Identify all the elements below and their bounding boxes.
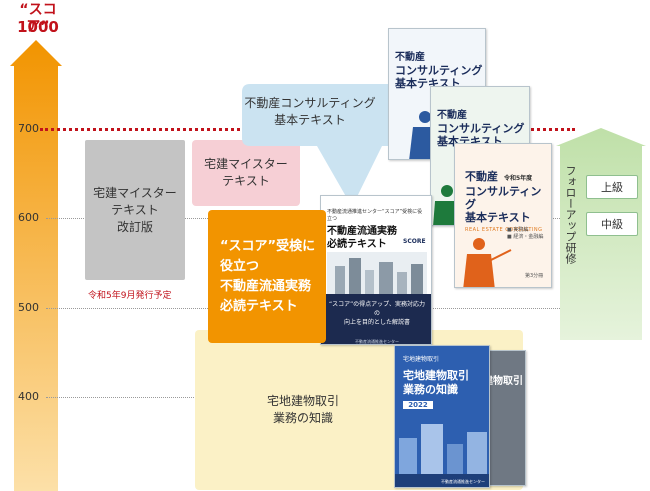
ryutsu-book-badge: SCORE: [403, 238, 426, 245]
ryutsu-book-band: “スコア”の得点アップ、実務対応力の 向上を目的とした解説書 不動産流通推進セン…: [321, 294, 431, 344]
score-exam-line1: “スコア”受検に: [220, 238, 316, 254]
presenter-figure-green: [433, 185, 461, 225]
ryutsu-book-desc2: 向上を目的とした解説書: [343, 319, 410, 326]
consulting-book-mid-title2: コンサルティング: [437, 122, 525, 135]
meister-revised-line2: テキスト: [111, 202, 159, 217]
consulting-line2: 基本テキスト: [274, 113, 346, 127]
consulting-book-back-title1: 不動産: [395, 52, 425, 63]
score-axis-title: “スコア”: [19, 2, 57, 35]
ryutsu-book-title1: 不動産流通実務: [327, 226, 397, 237]
consulting-book-section1: ■ 実務編: [507, 227, 529, 233]
consulting-book-title1: 不動産: [465, 170, 498, 183]
business-knowledge-line1: 宅地建物取引: [267, 394, 340, 408]
consulting-book-cover-front[interactable]: 不動産 令和5年度 コンサルティング 基本テキスト REAL ESTATE CO…: [454, 143, 552, 288]
meister-revised-line1: 宅建マイスター: [93, 185, 177, 200]
consulting-book-subtitle: REAL ESTATE CONSULTING: [465, 227, 543, 233]
score-exam-box: “スコア”受検に 役立つ 不動産流通実務 必読テキスト: [208, 210, 326, 343]
knowledge-book-toptext: 宅地建物取引: [403, 356, 440, 363]
knowledge-book-title2: 業務の知識: [403, 383, 458, 396]
knowledge-book-title1: 宅地建物取引: [403, 369, 469, 382]
score-axis-arrow: [10, 40, 62, 491]
consulting-book-title2: コンサルティング: [465, 185, 542, 211]
gridline-400: [46, 397, 196, 398]
city-skyline-illustration: [327, 252, 427, 294]
meister-revised-line3: 改訂版: [116, 219, 153, 234]
building-illustration: [399, 424, 487, 474]
tick-500: 500: [18, 301, 39, 314]
tick-700: 700: [18, 122, 39, 135]
ryutsu-book-desc1: “スコア”の得点アップ、実務対応力の: [328, 301, 426, 317]
intermediate-level-badge[interactable]: 中級: [586, 212, 638, 236]
score-exam-line4: 必読テキスト: [220, 298, 298, 314]
consulting-book-volume: 第3分冊: [525, 273, 544, 279]
knowledge-book-cover-front[interactable]: 宅地建物取引 宅地建物取引 業務の知識 2022 不動産流通推進センター: [394, 345, 490, 488]
consulting-text-label: 不動産コンサルティング 基本テキスト: [240, 95, 380, 129]
ryutsu-book-cover[interactable]: 不動産流通推進センター“スコア”受検に役立つ 不動産流通実務 必読テキスト SC…: [320, 195, 432, 345]
presenter-figure-orange: [463, 238, 512, 287]
meister-text-line1: 宅建マイスター: [204, 157, 288, 171]
consulting-text-bubble: [242, 84, 411, 207]
consulting-line1: 不動産コンサルティング: [244, 96, 376, 110]
release-note: 令和5年9月発行予定: [88, 291, 172, 301]
consulting-book-year: 令和5年度: [504, 175, 533, 182]
knowledge-book-back-title1: 宅地建物取引: [463, 376, 523, 387]
consulting-book-section2: ■ 経済・金融編: [507, 234, 544, 240]
advanced-level-badge[interactable]: 上級: [586, 175, 638, 199]
consulting-book-title3: 基本テキスト: [465, 211, 531, 224]
consulting-book-mid-title1: 不動産: [437, 110, 467, 121]
business-knowledge-line2: 業務の知識: [273, 411, 334, 425]
score-exam-line3: 不動産流通実務: [220, 278, 312, 294]
score-max-label: 1000: [17, 18, 59, 36]
score-exam-line2: 役立つ: [220, 258, 260, 274]
follow-up-label: フォローアップ研修: [564, 165, 577, 264]
knowledge-book-publisher: 不動産流通推進センター: [395, 474, 489, 487]
consulting-book-back-title2: コンサルティング: [395, 64, 483, 77]
tick-400: 400: [18, 390, 39, 403]
meister-text-box: 宅建マイスター テキスト: [192, 140, 300, 206]
knowledge-book-year: 2022: [403, 401, 433, 409]
ryutsu-book-publisher: 不動産流通推進センター: [355, 339, 399, 344]
meister-text-line2: テキスト: [222, 174, 270, 188]
ryutsu-book-toptext: 不動産流通推進センター“スコア”受検に役立つ: [327, 209, 423, 222]
meister-revised-box: 宅建マイスター テキスト 改訂版: [85, 140, 185, 280]
tick-600: 600: [18, 211, 39, 224]
ryutsu-book-title2: 必読テキスト: [327, 239, 387, 250]
